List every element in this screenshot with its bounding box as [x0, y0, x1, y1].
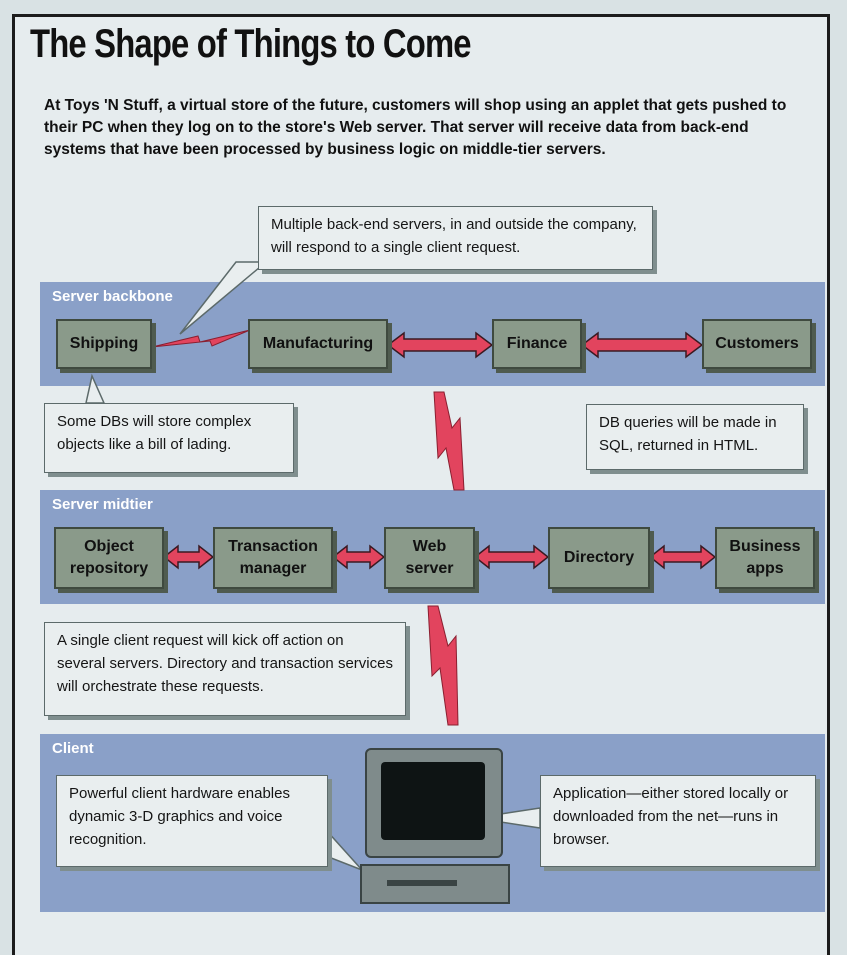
customers-node: Customers	[702, 319, 812, 369]
figure-title: The Shape of Things to Come	[30, 22, 472, 66]
manufacturing-node: Manufacturing	[248, 319, 388, 369]
multiple-servers-callout: Multiple back-end servers, in and outsid…	[258, 206, 653, 270]
intro-text: At Toys 'N Stuff, a virtual store of the…	[44, 97, 787, 158]
backbone-label: Server backbone	[52, 288, 173, 305]
web-server-node: Web server	[384, 527, 475, 589]
shipping-node: Shipping	[56, 319, 152, 369]
db-store-callout: Some DBs will store complex objects like…	[44, 403, 294, 473]
directory-node: Directory	[548, 527, 650, 589]
object-repository-node: Object repository	[54, 527, 164, 589]
single-request-callout: A single client request will kick off ac…	[44, 622, 406, 716]
application-callout: Application—either stored locally or dow…	[540, 775, 816, 867]
monitor-icon	[365, 748, 503, 858]
client-label: Client	[52, 740, 94, 757]
drive-slot	[387, 880, 457, 886]
computer-base-icon	[360, 864, 510, 904]
business-apps-node: Business apps	[715, 527, 815, 589]
finance-node: Finance	[492, 319, 582, 369]
transaction-manager-node: Transaction manager	[213, 527, 333, 589]
midtier-label: Server midtier	[52, 496, 153, 513]
monitor-screen	[381, 762, 485, 840]
db-queries-callout: DB queries will be made in SQL, returned…	[586, 404, 804, 470]
client-hardware-callout: Powerful client hardware enables dynamic…	[56, 775, 328, 867]
